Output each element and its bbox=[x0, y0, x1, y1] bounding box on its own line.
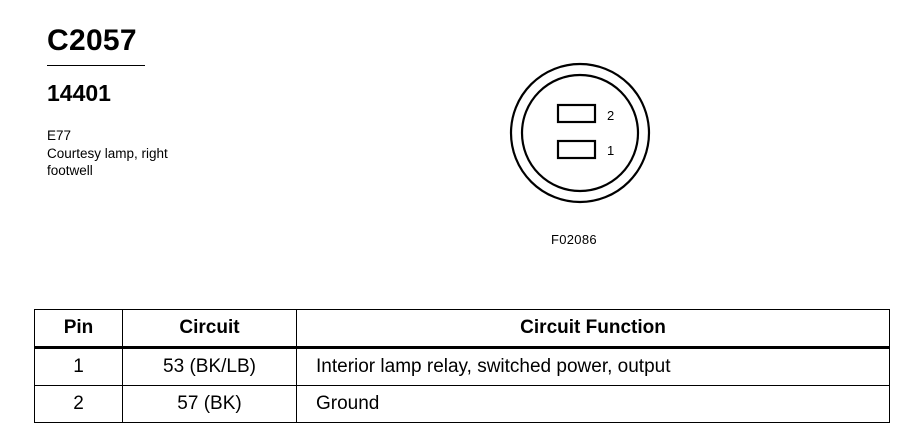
column-header-circuit-function: Circuit Function bbox=[296, 309, 890, 349]
component-code: E77 bbox=[47, 128, 72, 143]
figure-code: F02086 bbox=[551, 232, 597, 247]
cell-pin: 1 bbox=[34, 347, 123, 386]
connector-outer-ring bbox=[509, 62, 651, 204]
description-line-1: Courtesy lamp, right bbox=[47, 145, 168, 161]
pin-2-terminal bbox=[556, 103, 597, 124]
pin-1-terminal bbox=[556, 139, 597, 160]
cell-circuit-function: Interior lamp relay, switched power, out… bbox=[296, 347, 890, 386]
pin-circuit-table: Pin Circuit Circuit Function 1 53 (BK/LB… bbox=[34, 309, 890, 423]
connector-face-diagram: 2 1 bbox=[509, 62, 651, 204]
part-number: 14401 bbox=[47, 80, 111, 106]
cell-circuit: 57 (BK) bbox=[122, 385, 297, 423]
table-row: 1 53 (BK/LB) Interior lamp relay, switch… bbox=[34, 347, 890, 386]
column-header-pin: Pin bbox=[34, 309, 123, 349]
cell-pin: 2 bbox=[34, 385, 123, 423]
component-description: E77 Courtesy lamp, right footwell bbox=[47, 127, 168, 180]
table-header-row: Pin Circuit Circuit Function bbox=[34, 309, 890, 349]
connector-id: C2057 bbox=[47, 24, 137, 57]
description-line-2: footwell bbox=[47, 163, 93, 178]
pin-2-label: 2 bbox=[607, 108, 614, 123]
table-row: 2 57 (BK) Ground bbox=[34, 385, 890, 423]
pin-1-label: 1 bbox=[607, 143, 614, 158]
cell-circuit: 53 (BK/LB) bbox=[122, 347, 297, 386]
title-underline bbox=[47, 65, 145, 66]
cell-circuit-function: Ground bbox=[296, 385, 890, 423]
column-header-circuit: Circuit bbox=[122, 309, 297, 349]
connector-inner-ring bbox=[520, 73, 640, 193]
